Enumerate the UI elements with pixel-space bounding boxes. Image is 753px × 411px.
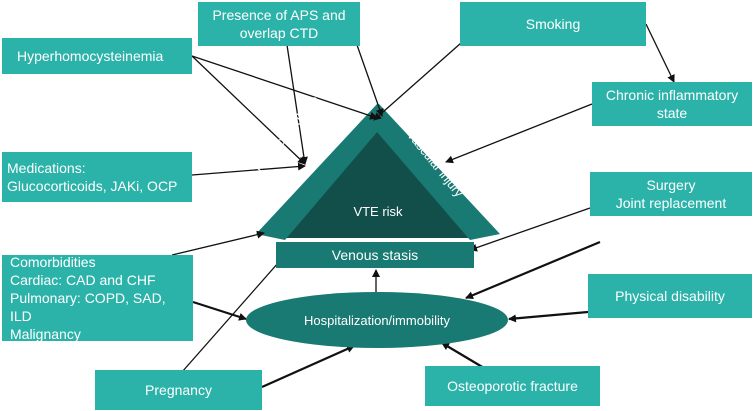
arrow-medications-hypercoag [191,162,306,176]
venous-stasis-label: Venous stasis [331,247,419,263]
vascular-injury-band [365,104,500,240]
hospitalization-label: Hospitalization/immobility [304,312,450,328]
arrow-surgery-stasis [469,207,591,252]
surgery-line-1: Surgery [646,177,696,193]
aps-line-1: Presence of APS and [212,7,346,23]
comorbidities-line-2: Cardiac: CAD and CHF [10,272,156,288]
osteoporotic-fracture-box: Osteoporotic fracture [425,366,600,406]
aps-line-2: overlap CTD [239,25,319,41]
comorbidities-line-3: Pulmonary: COPD, SAD, ILD [10,290,166,324]
chronic-inflammatory-box: Chronic inflammatory state [592,82,752,126]
surgery-line-2: Joint replacement [615,195,727,211]
arrow-pregnancy-hospitalization [261,344,355,389]
arrow-hyperhomo-hypercoag [191,55,306,165]
chronic-inflammatory-line-2: state [656,105,688,121]
osteoporotic-fracture-label: Osteoporotic fracture [447,378,578,394]
hospitalization-node: Hospitalization/immobility [246,292,508,348]
aps-box: Presence of APS and overlap CTD [198,2,360,46]
arrow-pregnancy-stasis [181,253,287,373]
pregnancy-label: Pregnancy [145,382,212,398]
arrow-chronic-vascular [445,103,593,164]
arrow-physical-hospitalization [508,310,589,323]
hypercoagulable-band [256,104,389,240]
arrow-osteoporotic-hospitalization [441,342,485,369]
vte-risk-label: VTE risk [353,204,403,219]
medications-box: Medications: Glucocorticoids, JAKi, OCP [2,152,192,202]
comorbidities-line-4: Malignancy [10,326,81,342]
surgery-box: Surgery Joint replacement [590,172,752,216]
smoking-box: Smoking [460,2,646,46]
arrow-comorbidities-hospitalization [192,300,247,321]
arrow-surgery-hospitalization [465,240,601,300]
pregnancy-box: Pregnancy [95,370,262,410]
medications-line-2: Glucocorticoids, JAKi, OCP [7,178,178,194]
chronic-inflammatory-line-1: Chronic inflammatory [605,87,739,103]
physical-disability-label: Physical disability [615,288,725,304]
arrow-hyperhomo-vascular [191,55,378,120]
smoking-label: Smoking [525,16,581,32]
arrow-smoking-chronic [645,23,675,83]
arrow-smoking-hypercoag [373,42,462,121]
comorbidities-line-1: Comorbidities [10,254,96,270]
arrow-comorbidities-hypercoag [171,230,265,256]
hyperhomocysteinemia-box: Hyperhomocysteinemia [2,38,192,74]
venous-stasis-box: Venous stasis [276,242,474,268]
arrow-aps-hypercoag [286,44,308,165]
hyperhomocysteinemia-label: Hyperhomocysteinemia [17,48,164,64]
physical-disability-box: Physical disability [588,274,752,318]
vte-triangle [286,122,470,238]
comorbidities-box: Comorbidities Cardiac: CAD and CHF Pulmo… [2,254,193,342]
arrow-aps-vascular [356,44,384,117]
medications-line-1: Medications: [7,160,86,176]
